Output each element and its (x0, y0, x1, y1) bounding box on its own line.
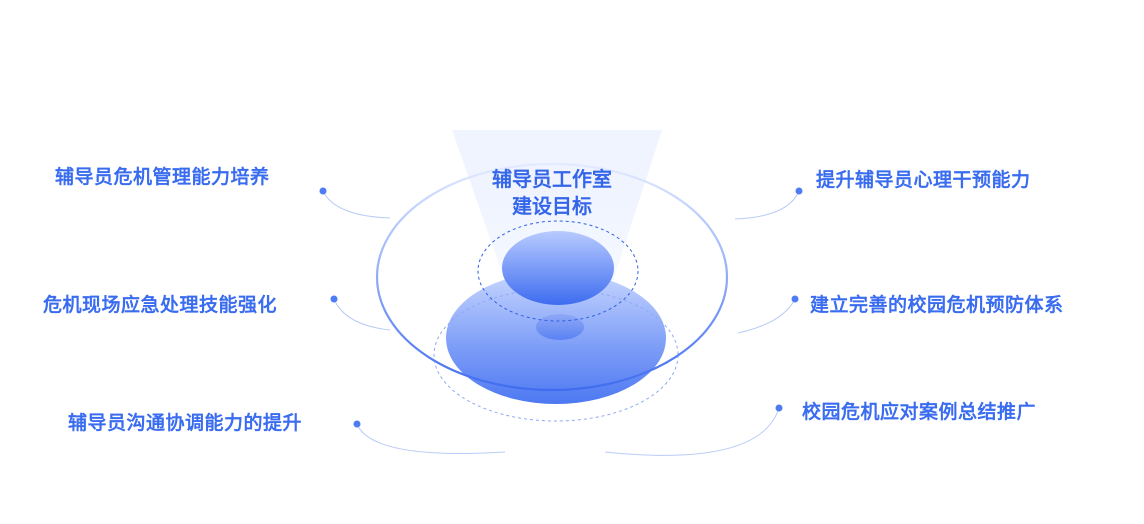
top-disk (502, 231, 614, 305)
connector-left-top (322, 190, 391, 219)
connector-right-middle (737, 298, 796, 334)
dashed-inner-ring (477, 220, 639, 322)
goal-left-middle: 危机现场应急处理技能强化 (43, 294, 278, 316)
goal-left-top: 辅导员危机管理能力培养 (55, 166, 270, 188)
center-title: 辅导员工作室 建设目标 (452, 166, 652, 220)
goal-left-bottom: 辅导员沟通协调能力的提升 (68, 412, 303, 434)
dot-right-top (795, 187, 803, 195)
goal-right-middle: 建立完善的校园危机预防体系 (810, 294, 1064, 316)
goal-right-top: 提升辅导员心理干预能力 (816, 169, 1031, 191)
connector-left-bottom (356, 423, 506, 454)
goal-right-bottom: 校园危机应对案例总结推广 (802, 401, 1037, 423)
connector-disk (536, 314, 584, 340)
dot-right-bottom (775, 404, 783, 412)
connector-left-middle (333, 298, 391, 331)
dot-left-bottom (353, 420, 361, 428)
dot-right-middle (791, 295, 799, 303)
large-ring (375, 162, 729, 392)
center-title-line2: 建设目标 (512, 194, 592, 218)
connector-right-top (734, 190, 800, 220)
dot-left-top (319, 187, 327, 195)
center-title-line1: 辅导员工作室 (492, 167, 612, 191)
dot-left-middle (330, 295, 338, 303)
connector-right-bottom (604, 407, 780, 456)
